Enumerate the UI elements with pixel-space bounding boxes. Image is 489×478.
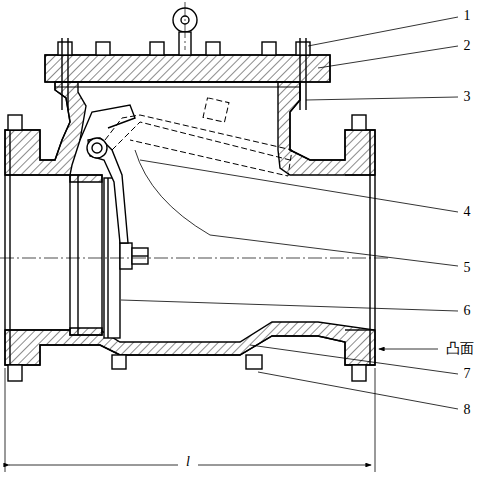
callout-number: 4 [462, 204, 473, 220]
dimension-label: l [184, 454, 192, 470]
callout-number: 3 [462, 89, 473, 105]
callout-number: 1 [462, 8, 473, 24]
callout-number: 8 [462, 402, 473, 418]
callout-number: 2 [462, 38, 473, 54]
callout-number: 7 [462, 366, 473, 382]
face-note: 凸面 [444, 341, 476, 357]
callout-number: 5 [462, 260, 473, 276]
callout-number: 6 [462, 303, 473, 319]
